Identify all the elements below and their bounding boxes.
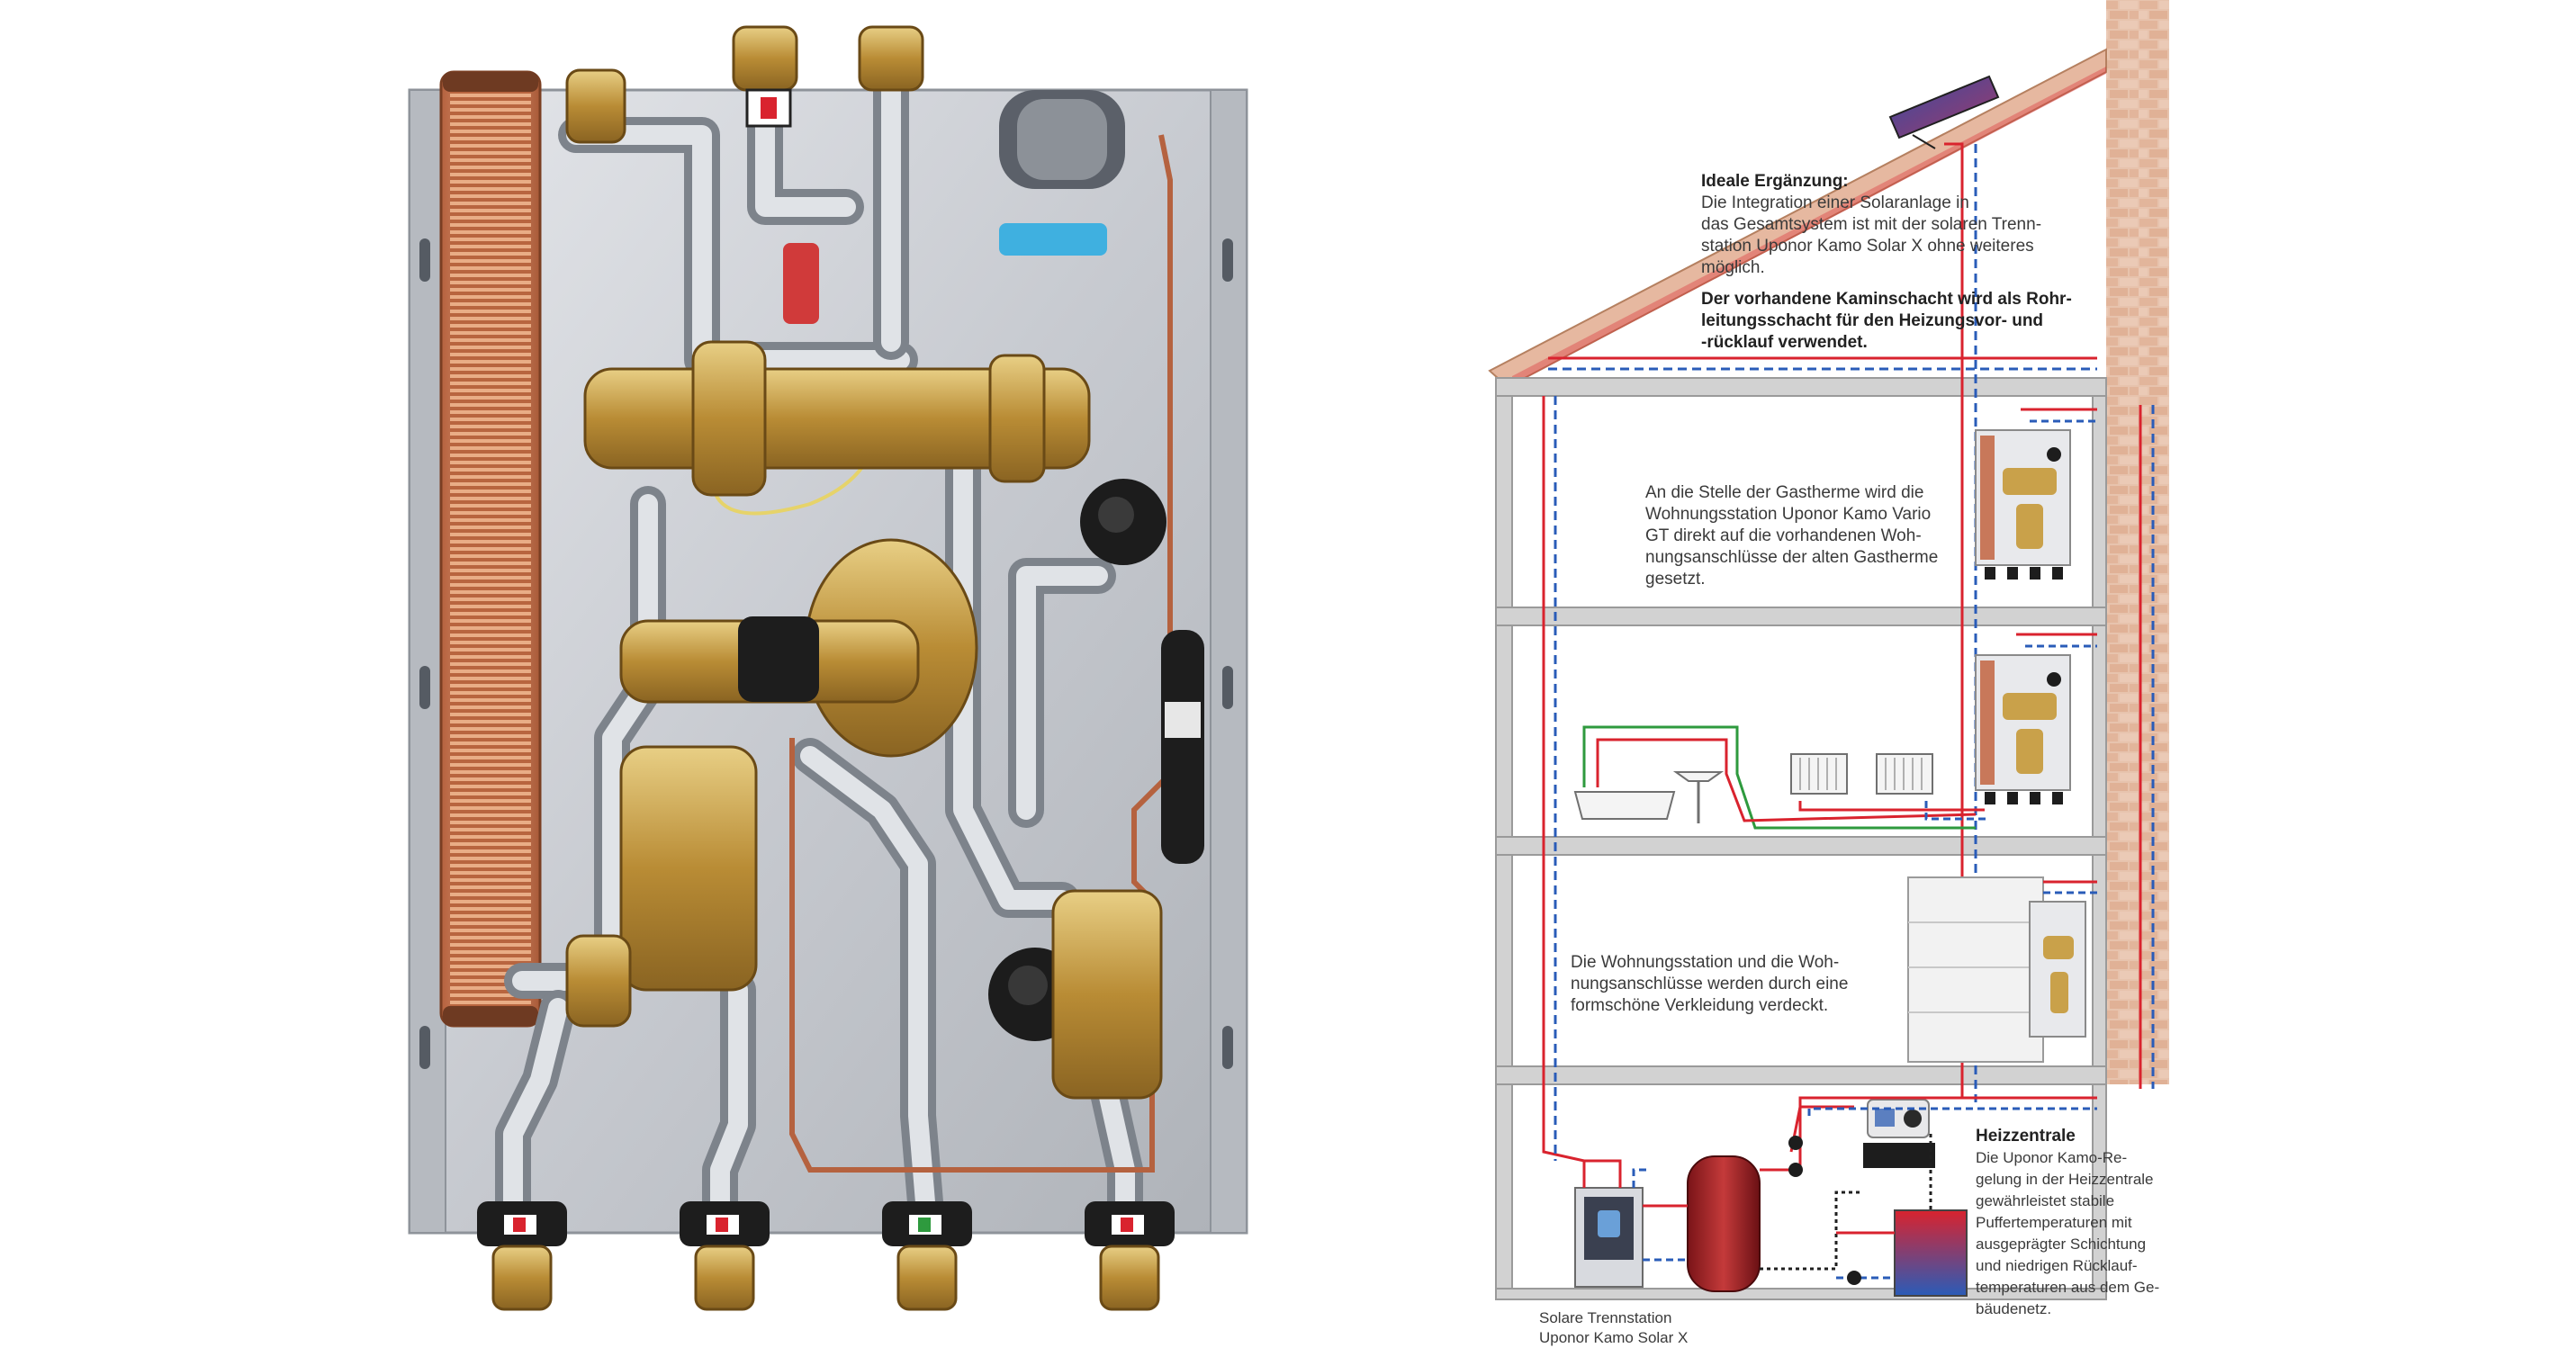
annotation-roof-bold-line: leitungsschacht für den Heizungsvor- und	[1701, 311, 2043, 330]
apartment-station-floor2	[1975, 633, 2097, 804]
product-photo	[408, 25, 1248, 1311]
bottom-connections	[477, 1201, 1175, 1311]
annotation-roof-line: station Uponor Kamo Solar X ohne weitere…	[1701, 237, 2034, 256]
annotation-basement-line: Puffertemperaturen mit	[1976, 1214, 2132, 1231]
annotation-roof-line: Die Integration einer Solaranlage in	[1701, 193, 1969, 212]
annotation-solar-station-line: Solare Trennstation	[1539, 1309, 1671, 1326]
floor-slabs	[1495, 377, 2107, 1300]
annotation-floor3-line: formschöne Verkleidung verdeckt.	[1571, 996, 1828, 1015]
chimney-brick	[2106, 0, 2169, 1084]
annotation-floor1-line: nungsanschlüsse der alten Gastherme	[1645, 548, 1938, 567]
annotation-basement-heading: Heizzentrale	[1976, 1127, 2076, 1146]
basement-piping	[1582, 1096, 2097, 1280]
annotation-floor1-line: Wohnungsstation Uponor Kamo Vario	[1645, 505, 1931, 524]
brass-manifold	[583, 340, 1091, 497]
ball-valve-icon	[999, 223, 1107, 256]
red-valve-handle	[783, 243, 819, 324]
washbasin-icon	[1672, 771, 1725, 823]
solar-station-unit	[1574, 1187, 1644, 1288]
boiler-icon	[1894, 1209, 1968, 1297]
annotation-solar-station: Solare Trennstation Uponor Kamo Solar X	[1539, 1309, 1688, 1346]
bathtub-icon	[1573, 791, 1676, 820]
brass-valve-group	[565, 745, 1163, 1100]
apartment-station-floor1	[1975, 408, 2097, 580]
annotation-floor1-line: gesetzt.	[1645, 570, 1706, 589]
annotation-floor3: Die Wohnungsstation und die Woh- nungsan…	[1571, 953, 1848, 1015]
annotation-roof-bold-line: -rücklauf verwendet.	[1701, 333, 1868, 352]
annotation-floor3-line: nungsanschlüsse werden durch eine	[1571, 975, 1848, 993]
annotation-basement-line: ausgeprägter Schichtung	[1976, 1236, 2146, 1253]
heat-exchanger-icon	[439, 70, 542, 1028]
annotation-roof-bold-line: Der vorhandene Kaminschacht wird als Roh…	[1701, 290, 2072, 309]
annotation-basement-line: bäudenetz.	[1976, 1300, 2051, 1317]
annotation-floor1-line: GT direkt auf die vorhandenen Woh-	[1645, 526, 1922, 545]
station-cover	[1907, 876, 2044, 1063]
floor2-piping	[1582, 725, 1989, 830]
annotation-basement-line: gewährleistet stabile	[1976, 1192, 2114, 1209]
annotation-basement-line: gelung in der Heizzentrale	[1976, 1171, 2154, 1188]
annotation-roof: Ideale Ergänzung: Die Integration einer …	[1701, 172, 2072, 352]
insulation-tube	[1161, 630, 1204, 864]
top-connections	[565, 25, 924, 144]
annotation-floor1: An die Stelle der Gastherme wird die Woh…	[1645, 483, 1938, 589]
building-schematic: Ideale Ergänzung: Die Integration einer …	[1488, 0, 2169, 1346]
thermostat-valve-icon	[999, 90, 1125, 189]
pump-icon	[1788, 1136, 1861, 1285]
annotation-basement-line: und niedrigen Rücklauf-	[1976, 1257, 2138, 1274]
annotation-floor3-line: Die Wohnungsstation und die Woh-	[1571, 953, 1839, 972]
wall-right	[2092, 377, 2107, 1099]
annotation-basement-line: temperaturen aus dem Ge-	[1976, 1279, 2159, 1296]
mixing-valve	[619, 538, 978, 758]
annotation-basement: Heizzentrale Die Uponor Kamo-Re- gelung …	[1976, 1127, 2159, 1317]
annotation-roof-heading: Ideale Ergänzung:	[1701, 172, 1849, 191]
buffer-tank-icon	[1687, 1155, 1761, 1292]
annotation-basement-line: Die Uponor Kamo-Re-	[1976, 1149, 2127, 1166]
annotation-floor1-line: An die Stelle der Gastherme wird die	[1645, 483, 1923, 502]
annotation-roof-line: möglich.	[1701, 258, 1765, 277]
solar-collector-icon	[1888, 75, 2000, 149]
annotation-solar-station-line: Uponor Kamo Solar X	[1539, 1329, 1688, 1346]
annotation-roof-line: das Gesamtsystem ist mit der solaren Tre…	[1701, 215, 2041, 234]
radiator-icon	[1790, 753, 1933, 795]
apartment-station-floor3	[2029, 880, 2097, 1038]
